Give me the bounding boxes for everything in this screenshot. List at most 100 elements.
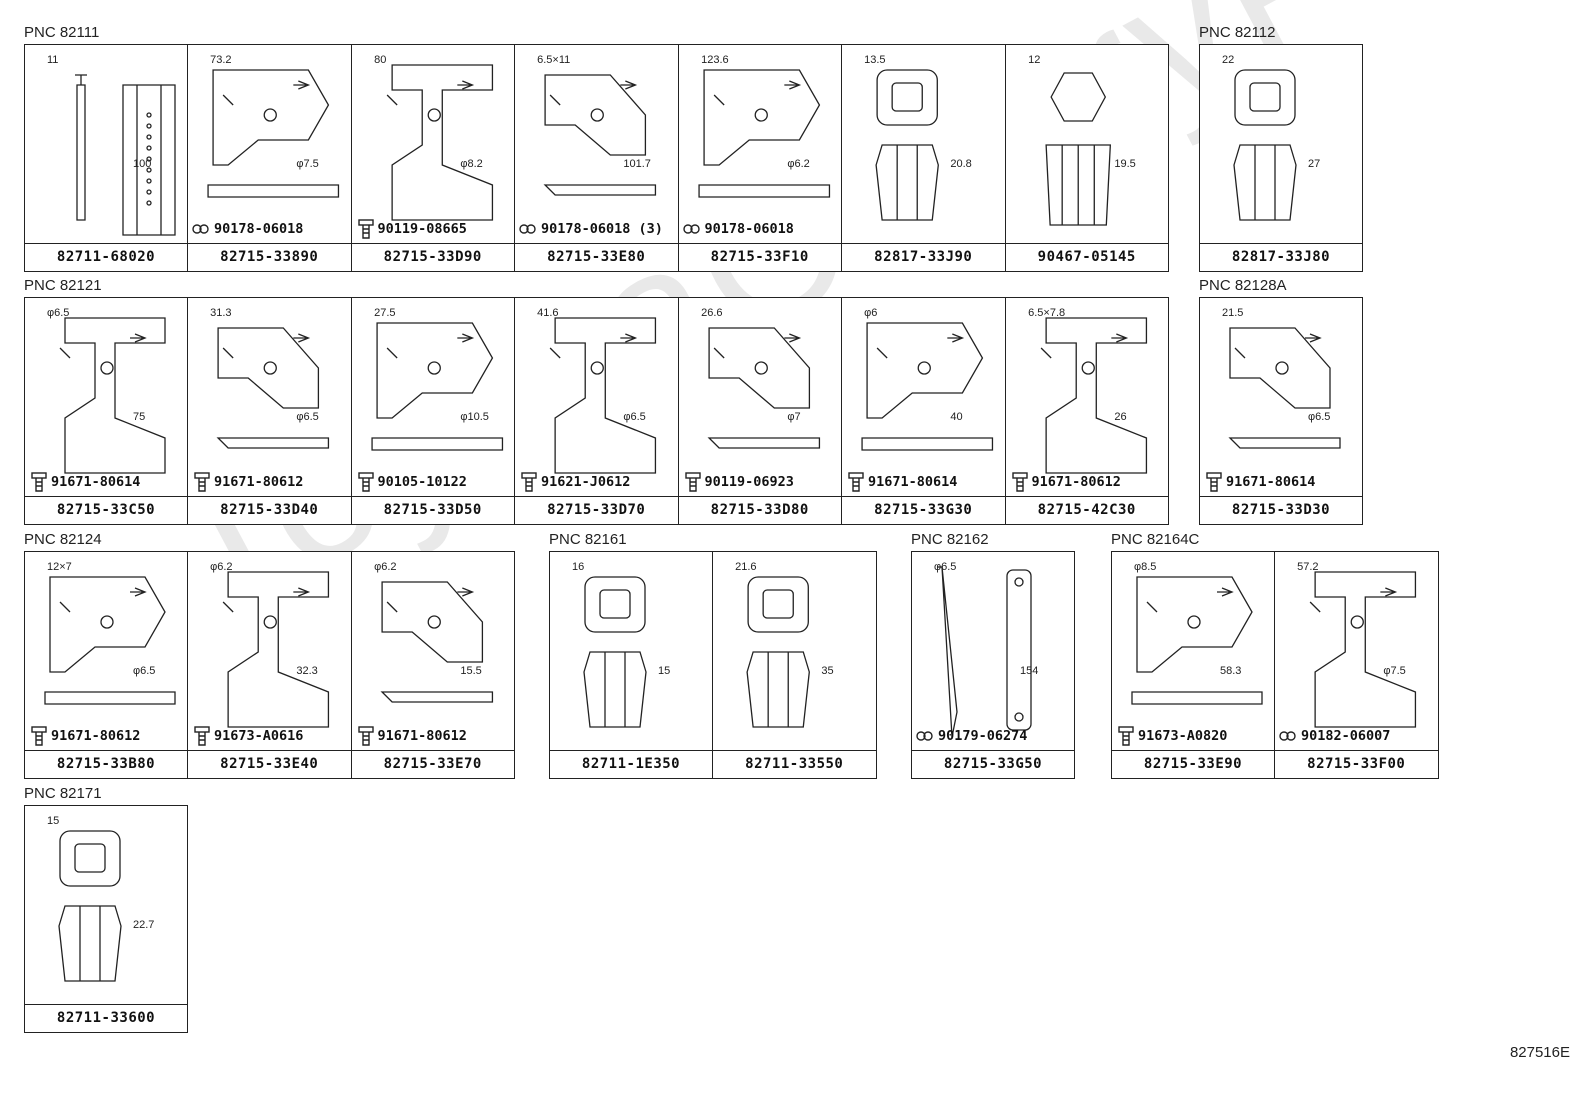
dimension-label: 31.3 bbox=[210, 307, 231, 319]
part-number[interactable]: 82715-33G50 bbox=[912, 750, 1074, 778]
fastener-part-number: 90178-06018 bbox=[704, 221, 794, 237]
fastener-part-number: 91671-80614 bbox=[1226, 474, 1316, 490]
part-number[interactable]: 82715-33E70 bbox=[351, 750, 514, 778]
pnc-label: PNC 82171 bbox=[24, 785, 102, 802]
dimension-label: φ6.2 bbox=[787, 158, 809, 170]
pnc-label: PNC 82111 bbox=[24, 24, 100, 41]
pnc-label: PNC 82128A bbox=[1199, 277, 1287, 294]
part-number[interactable]: 82715-33B80 bbox=[25, 750, 187, 778]
part-illustration: 31.3φ6.5 bbox=[210, 307, 330, 449]
part-number[interactable]: 82715-33C50 bbox=[25, 496, 187, 524]
fastener-part-number: 90182-06007 bbox=[1301, 728, 1391, 744]
part-number[interactable]: 90467-05145 bbox=[1005, 243, 1168, 271]
part-illustration: φ6.575 bbox=[47, 307, 166, 474]
dimension-label: 101.7 bbox=[623, 158, 651, 170]
fastener-callout: 90179-06274 bbox=[916, 725, 1027, 747]
part-number[interactable]: 82715-33E90 bbox=[1112, 750, 1274, 778]
nut-icon bbox=[916, 731, 933, 741]
nut-icon bbox=[519, 224, 536, 234]
part-number[interactable]: 82711-68020 bbox=[25, 243, 187, 271]
part-number[interactable]: 82715-33D50 bbox=[351, 496, 514, 524]
bolt-icon bbox=[31, 472, 47, 492]
part-number[interactable]: 82711-33550 bbox=[713, 750, 876, 778]
part-number[interactable]: 82715-33F10 bbox=[678, 243, 841, 271]
dimension-label: 35 bbox=[821, 665, 833, 677]
part-number[interactable]: 82817-33J80 bbox=[1200, 243, 1362, 271]
fastener-callout: 90119-06923 bbox=[683, 471, 794, 493]
fastener-callout: 91671-80612 bbox=[192, 471, 303, 493]
fastener-part-number: 91671-80614 bbox=[868, 474, 958, 490]
fastener-callout: 90182-06007 bbox=[1279, 725, 1390, 747]
part-illustration: 123.6φ6.2 bbox=[697, 54, 830, 198]
part-number[interactable]: 82715-33D80 bbox=[678, 496, 841, 524]
bolt-icon bbox=[194, 472, 210, 492]
part-number[interactable]: 82715-33E80 bbox=[515, 243, 678, 271]
part-number[interactable]: 82715-33D70 bbox=[515, 496, 678, 524]
part-number[interactable]: 82715-33D40 bbox=[188, 496, 351, 524]
dimension-label: 27.5 bbox=[374, 307, 395, 319]
part-illustration: 13.520.8 bbox=[864, 54, 972, 221]
part-number[interactable]: 82715-33G30 bbox=[842, 496, 1005, 524]
part-number[interactable]: 82715-33D90 bbox=[351, 243, 514, 271]
fastener-callout: 91671-80612 bbox=[1010, 471, 1121, 493]
part-number[interactable]: 82715-33890 bbox=[188, 243, 351, 271]
fastener-callout: 90178-06018 bbox=[192, 218, 303, 240]
part-illustration: 21.5φ6.5 bbox=[1222, 307, 1341, 449]
part-number[interactable]: 82711-33600 bbox=[25, 1004, 187, 1032]
dimension-label: 15 bbox=[658, 665, 670, 677]
bolt-icon bbox=[1206, 472, 1222, 492]
part-number[interactable]: 82715-42C30 bbox=[1005, 496, 1168, 524]
part-number[interactable]: 82817-33J90 bbox=[842, 243, 1005, 271]
part-number[interactable]: 82715-33F00 bbox=[1275, 750, 1438, 778]
part-number[interactable]: 82711-1E350 bbox=[550, 750, 712, 778]
part-illustration: 57.2φ7.5 bbox=[1297, 561, 1417, 728]
bolt-icon bbox=[1011, 472, 1028, 492]
part-illustration: φ6.215.5 bbox=[374, 561, 493, 703]
diagram-id: 827516E bbox=[1509, 1044, 1570, 1061]
part-number[interactable]: 82715-33D30 bbox=[1200, 496, 1362, 524]
fastener-callout: 91671-80612 bbox=[356, 725, 467, 747]
part-illustration: 6.5×7.826 bbox=[1028, 307, 1147, 474]
fastener-part-number: 91671-80612 bbox=[51, 728, 141, 744]
dimension-label: 6.5×7.8 bbox=[1028, 307, 1065, 319]
fastener-part-number: 90179-06274 bbox=[938, 728, 1028, 744]
part-number[interactable]: 82715-33E40 bbox=[188, 750, 351, 778]
